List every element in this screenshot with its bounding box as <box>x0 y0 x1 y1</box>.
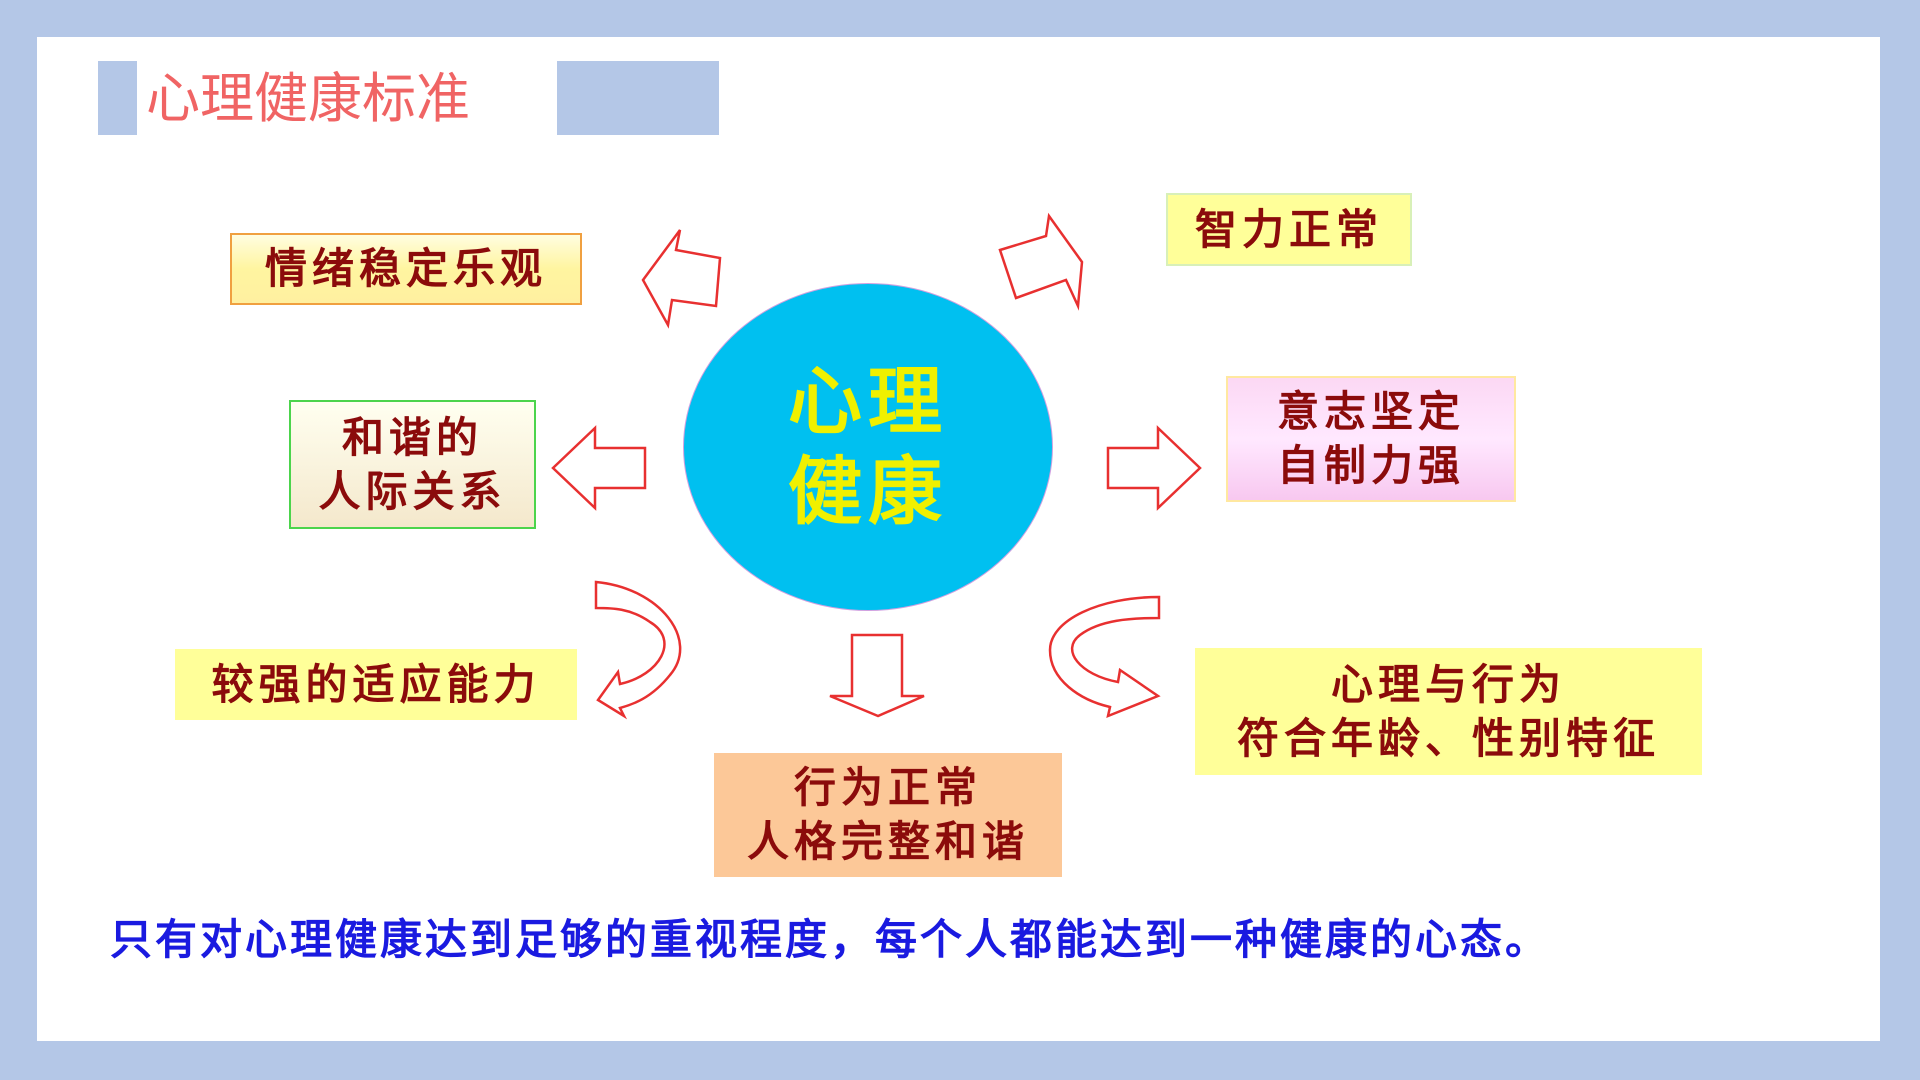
box-emotion: 情绪稳定乐观 <box>230 233 582 305</box>
arrow-right-icon <box>1106 425 1202 511</box>
box-age-line2: 符合年龄、性别特征 <box>1236 713 1660 763</box>
box-behavior-line1: 行为正常 <box>793 763 982 812</box>
arrow-up-left-icon <box>641 229 722 329</box>
box-age: 心理与行为 符合年龄、性别特征 <box>1195 648 1702 775</box>
box-intelligence: 智力正常 <box>1166 193 1412 266</box>
arrow-left-icon <box>551 425 647 511</box>
box-adapt: 较强的适应能力 <box>175 649 577 720</box>
arrow-up-right-icon <box>998 212 1084 311</box>
box-relations-line1: 和谐的 <box>341 412 483 462</box>
footer-statement: 只有对心理健康达到足够的重视程度，每个人都能达到一种健康的心态。 <box>110 915 1551 964</box>
box-relations: 和谐的 人际关系 <box>289 400 536 529</box>
page-title: 心理健康标准 <box>146 67 470 130</box>
box-will: 意志坚定 自制力强 <box>1226 376 1516 502</box>
center-line-2: 健康 <box>788 449 948 535</box>
box-age-line1: 心理与行为 <box>1330 659 1566 709</box>
box-will-line1: 意志坚定 <box>1276 387 1465 436</box>
box-adapt-text: 较强的适应能力 <box>211 659 541 709</box>
box-behavior: 行为正常 人格完整和谐 <box>714 753 1062 877</box>
center-line-1: 心理 <box>788 359 948 445</box>
title-accent-block <box>557 61 719 135</box>
arrow-down-icon <box>829 633 925 718</box>
curved-arrow-left-icon <box>594 580 682 720</box>
box-intelligence-text: 智力正常 <box>1194 204 1383 254</box>
center-circle: 心理 健康 <box>683 283 1053 611</box>
box-will-line2: 自制力强 <box>1276 441 1465 490</box>
curved-arrow-right-icon <box>1048 595 1161 719</box>
box-emotion-text: 情绪稳定乐观 <box>264 244 547 293</box>
box-relations-line2: 人际关系 <box>318 466 507 516</box>
title-accent-bar <box>98 61 137 135</box>
box-behavior-line2: 人格完整和谐 <box>746 817 1029 866</box>
